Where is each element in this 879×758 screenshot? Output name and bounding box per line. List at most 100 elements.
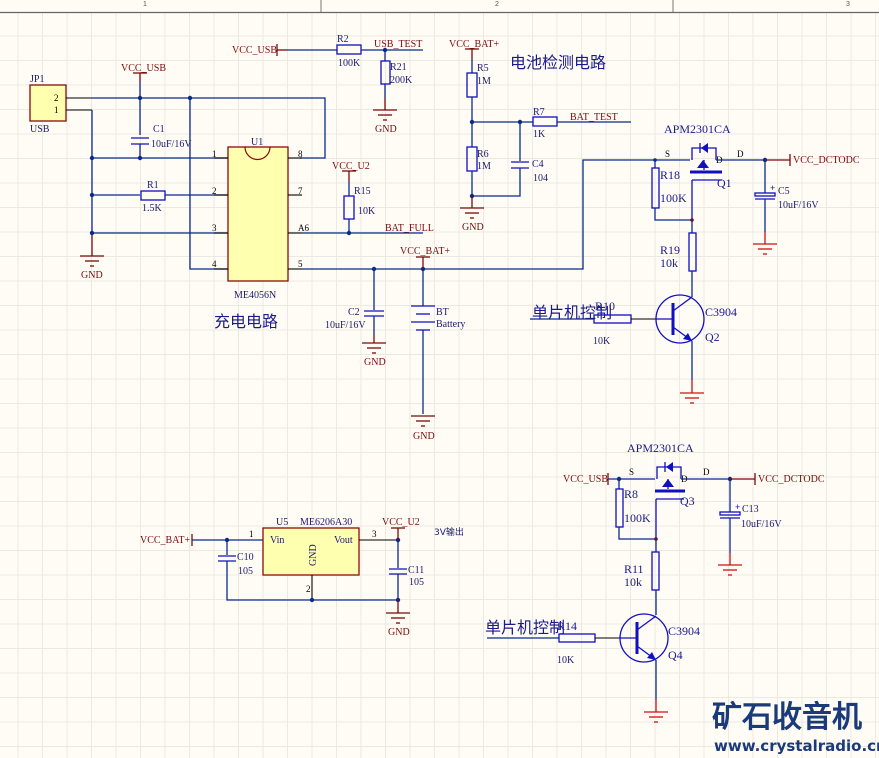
r7-value: 1K <box>533 129 546 140</box>
c5-value: 10uF/16V <box>778 200 819 211</box>
mosfet-q3[interactable]: Q3 D <box>655 462 695 539</box>
vcc-u2-label-1: VCC_U2 <box>332 161 370 172</box>
jp1-pin-1: 1 <box>54 105 59 115</box>
usb-test-divider: VCC_USB R2 100K USB_TEST R21 200K GND <box>232 34 423 135</box>
c1-value: 10uF/16V <box>151 139 192 150</box>
section-title-battery-detect: 电池检测电路 <box>510 53 606 72</box>
watermark: 矿石收音机 www.crystalradio.cn <box>712 700 879 755</box>
capacitor-c4[interactable]: C4 104 <box>511 159 548 184</box>
watermark-title: 矿石收音机 <box>712 700 862 735</box>
resistor-r7[interactable]: R7 1K <box>532 107 558 140</box>
grid <box>0 13 879 758</box>
c2-value: 10uF/16V <box>325 320 366 331</box>
r18-ref: R18 <box>660 168 680 182</box>
r8-value: 100K <box>624 511 651 525</box>
gnd-label: GND <box>81 270 103 281</box>
jp1-value: USB <box>30 124 50 135</box>
c2-ref: C2 <box>348 307 360 318</box>
resistor-r14[interactable]: R14 10K <box>557 619 596 666</box>
u1-pin-1: 1 <box>212 149 217 159</box>
control-transistor-q2: 单片机控制 R10 10K C3904 Q2 <box>530 294 737 404</box>
r15-value: 10K <box>358 206 376 217</box>
vcc-dctodc-label-1: VCC_DCTODC <box>793 155 860 166</box>
transistor-q2[interactable]: C3904 Q2 <box>655 294 737 344</box>
c1-ref: C1 <box>153 124 165 135</box>
resistor-r5[interactable]: R5 1M <box>466 63 491 98</box>
u1-pin-7: 7 <box>298 186 303 196</box>
gnd-symbol: GND <box>80 255 104 281</box>
c4-ref: C4 <box>532 159 544 170</box>
resistor-r19[interactable]: R19 10k <box>660 232 697 272</box>
ic-u1[interactable]: U1 ME4056N 1 2 3 4 8 7 A6 5 <box>212 137 309 301</box>
r5-ref: R5 <box>477 63 489 74</box>
resistor-r1[interactable]: R1 1.5K <box>140 180 166 214</box>
r2-ref: R2 <box>337 34 349 45</box>
r14-value: 10K <box>557 655 575 666</box>
bat-full-label: BAT_FULL <box>385 223 434 234</box>
r21-value: 200K <box>390 75 413 86</box>
c4-value: 104 <box>533 173 548 184</box>
usb-test-label: USB_TEST <box>374 39 422 50</box>
capacitor-c10[interactable]: C10 105 <box>218 552 254 577</box>
vcc-dctodc-label-2: VCC_DCTODC <box>758 474 825 485</box>
r19-value: 10k <box>660 256 678 270</box>
svg-text:+: + <box>770 183 775 193</box>
q1-pin-s: S <box>665 149 670 159</box>
r6-value: 1M <box>477 161 491 172</box>
control-transistor-q4: 单片机控制 R14 10K C3904 Q4 <box>485 613 700 723</box>
gnd-label: GND <box>462 222 484 233</box>
c13-value: 10uF/16V <box>741 519 782 530</box>
resistor-r2[interactable]: R2 100K <box>336 34 362 69</box>
resistor-r11[interactable]: R11 10k <box>624 551 660 591</box>
bt-ref: BT <box>436 307 449 318</box>
q3-pin-s: S <box>629 467 634 477</box>
jp1-pin-2: 2 <box>54 93 59 103</box>
jp1-ref: JP1 <box>30 74 44 85</box>
power-switch-q3: APM2301CA VCC_USB S Q3 D D VCC_DCTODC R8 <box>563 441 825 615</box>
vcc-u2-label-2: VCC_U2 <box>382 517 420 528</box>
c10-ref: C10 <box>237 552 254 563</box>
capacitor-c2[interactable]: C2 10uF/16V <box>325 307 384 331</box>
zone-border: 1 2 3 <box>0 0 879 14</box>
q1-pin-d: D <box>737 149 744 159</box>
section-title-charge: 充电电路 <box>214 312 278 331</box>
battery-detect-circuit: VCC_BAT+ R5 1M R7 1K BAT_TEST R6 1M C4 <box>449 39 631 233</box>
resistor-r10[interactable]: R10 10K <box>593 299 632 347</box>
resistor-r6[interactable]: R6 1M <box>466 146 491 172</box>
u5-pin-3: 3 <box>372 529 377 539</box>
q1-value: APM2301CA <box>664 122 731 136</box>
r15-ref: R15 <box>354 186 371 197</box>
mosfet-q1[interactable]: Q1 D <box>690 143 732 220</box>
watermark-url: www.crystalradio.cn <box>714 737 879 755</box>
r11-ref: R11 <box>624 562 644 576</box>
vcc-usb-label-2: VCC_USB <box>232 45 277 56</box>
gnd-label: GND <box>364 357 386 368</box>
gnd-label: GND <box>375 124 397 135</box>
ldo-u5[interactable]: U5 ME6206A30 Vin Vout GND 1 3 2 <box>249 517 377 594</box>
q1-ref: Q1 <box>717 176 732 190</box>
u5-pin-vout: Vout <box>334 535 353 546</box>
resistor-r18[interactable]: R18 100K <box>651 167 687 209</box>
q4-value: C3904 <box>668 624 700 638</box>
connector-jp1[interactable]: JP1 2 1 USB <box>29 74 67 135</box>
battery-bt[interactable]: BT Battery <box>411 305 465 331</box>
resistor-r8[interactable]: R8 100K <box>615 487 651 528</box>
u5-pin-gnd: GND <box>308 544 319 566</box>
transistor-q4[interactable]: C3904 Q4 <box>619 613 700 663</box>
r14-ref: R14 <box>557 619 577 633</box>
svg-text:+: + <box>735 502 740 512</box>
c10-value: 105 <box>238 566 253 577</box>
u5-pin-2: 2 <box>306 584 311 594</box>
u1-pin-5: 5 <box>298 259 303 269</box>
r5-value: 1M <box>477 76 491 87</box>
capacitor-c11[interactable]: C11 105 <box>389 565 424 588</box>
r2-value: 100K <box>338 58 361 69</box>
q2-value: C3904 <box>705 305 737 319</box>
vcc-usb-label-1: VCC_USB <box>121 63 166 74</box>
gnd-symbol: GND <box>362 342 386 368</box>
r18-value: 100K <box>660 191 687 205</box>
c5-ref: C5 <box>778 186 790 197</box>
r19-ref: R19 <box>660 243 680 257</box>
r1-ref: R1 <box>147 180 159 191</box>
